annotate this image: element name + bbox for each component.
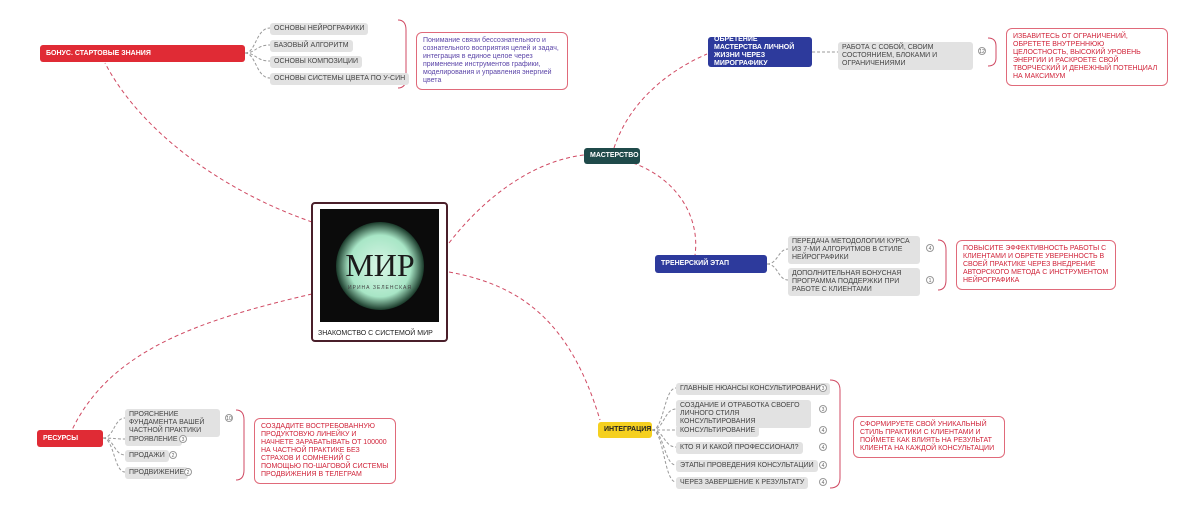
bonus-item[interactable]: ОСНОВЫ СИСТЕМЫ ЦВЕТА ПО У-СИН: [270, 73, 410, 85]
integration-item[interactable]: ЧЕРЕЗ ЗАВЕРШЕНИЕ К РЕЗУЛЬТАТУ: [676, 477, 809, 489]
count-badge: 3: [179, 435, 187, 443]
bonus-note: Понимание связи бессознательного и созна…: [416, 32, 568, 90]
count-badge: 3: [819, 384, 827, 392]
edge-mastery-child: [613, 53, 708, 149]
edge-center-mastery: [448, 154, 585, 244]
resources-item[interactable]: ПРОДВИЖЕНИЕ: [125, 467, 189, 479]
count-badge: 4: [819, 461, 827, 469]
center-logo-image: МИР ИРИНА ЗЕЛЕНСКАЯ: [320, 209, 439, 322]
count-badge: 4: [819, 426, 827, 434]
resources-item[interactable]: ПРОДАЖИ: [125, 450, 169, 462]
integration-item[interactable]: ГЛАВНЫЕ НЮАНСЫ КОНСУЛЬТИРОВАНИЯ: [676, 383, 830, 395]
mastery-note: ИЗБАВИТЕСЬ ОТ ОГРАНИЧЕНИЙ, ОБРЕТЕТЕ ВНУТ…: [1006, 28, 1168, 86]
logo-sub-text: ИРИНА ЗЕЛЕНСКАЯ: [348, 285, 412, 291]
mastery-child-node[interactable]: ОБРЕТЕНИЕ МАСТЕРСТВА ЛИЧНОЙ ЖИЗНИ ЧЕРЕЗ …: [708, 36, 812, 67]
center-node[interactable]: МИР ИРИНА ЗЕЛЕНСКАЯ ЗНАКОМСТВО С СИСТЕМО…: [311, 202, 448, 342]
bonus-item[interactable]: ОСНОВЫ КОМПОЗИЦИИ: [270, 56, 363, 68]
integration-note: СФОРМИРУЕТЕ СВОЙ УНИКАЛЬНЫЙ СТИЛЬ ПРАКТИ…: [853, 416, 1005, 458]
integration-item[interactable]: СОЗДАНИЕ И ОТРАБОТКА СВОЕГО ЛИЧНОГО СТИЛ…: [676, 400, 811, 428]
count-badge: 2: [184, 468, 192, 476]
center-label: ЗНАКОМСТВО С СИСТЕМОЙ МИР: [318, 330, 433, 337]
integration-item[interactable]: КТО Я И КАКОЙ ПРОФЕССИОНАЛ?: [676, 442, 803, 454]
edge-center-integration: [448, 271, 601, 421]
mastery-title: МАСТЕРСТВО: [590, 152, 639, 159]
resources-item[interactable]: ПРОЯВЛЕНИЕ: [125, 434, 182, 446]
count-badge: 4: [926, 244, 934, 252]
edge-mastery-trainer: [632, 162, 697, 256]
integration-title: ИНТЕГРАЦИЯ: [604, 426, 652, 433]
logo-main-text: МИР: [345, 247, 414, 283]
trainer-item[interactable]: ПЕРЕДАЧА МЕТОДОЛОГИИ КУРСА ИЗ 7-МИ АЛГОР…: [788, 236, 920, 264]
bonus-item[interactable]: ОСНОВЫ НЕЙРОГРАФИКИ: [270, 23, 369, 35]
trainer-title: ТРЕНЕРСКИЙ ЭТАП: [661, 260, 729, 267]
moon-logo-icon: МИР ИРИНА ЗЕЛЕНСКАЯ: [336, 222, 424, 310]
bonus-title: БОНУС. СТАРТОВЫЕ ЗНАНИЯ: [46, 49, 151, 57]
resources-note: СОЗДАДИТЕ ВОСТРЕБОВАННУЮ ПРОДУКТОВУЮ ЛИН…: [254, 418, 396, 484]
count-badge: 1: [926, 276, 934, 284]
trainer-node[interactable]: ТРЕНЕРСКИЙ ЭТАП: [655, 255, 767, 273]
count-badge: 2: [169, 451, 177, 459]
mastery-node[interactable]: МАСТЕРСТВО: [584, 148, 640, 164]
resources-title: РЕСУРСЫ: [43, 434, 79, 442]
bracket-trainer: [937, 239, 947, 291]
bracket-resources: [235, 409, 245, 481]
bracket-mastery: [987, 37, 997, 67]
trainer-item[interactable]: ДОПОЛНИТЕЛЬНАЯ БОНУСНАЯ ПРОГРАММА ПОДДЕР…: [788, 268, 920, 296]
trainer-note: ПОВЫСИТЕ ЭФФЕКТИВНОСТЬ РАБОТЫ С КЛИЕНТАМ…: [956, 240, 1116, 290]
bracket-integration: [829, 379, 841, 489]
count-badge: 10: [225, 414, 233, 422]
resources-item[interactable]: ПРОЯСНЕНИЕ ФУНДАМЕНТА ВАШЕЙ ЧАСТНОЙ ПРАК…: [125, 409, 220, 437]
edge-center-bonus: [104, 62, 313, 223]
edge-center-resources: [71, 293, 313, 431]
bonus-item[interactable]: БАЗОВЫЙ АЛГОРИТМ: [270, 40, 353, 52]
bonus-node[interactable]: БОНУС. СТАРТОВЫЕ ЗНАНИЯ: [40, 45, 245, 62]
resources-node[interactable]: РЕСУРСЫ: [37, 430, 103, 447]
integration-item[interactable]: ЭТАПЫ ПРОВЕДЕНИЯ КОНСУЛЬТАЦИИ: [676, 460, 818, 472]
mastery-item[interactable]: РАБОТА С СОБОЙ, СВОИМ СОСТОЯНИЕМ, БЛОКАМ…: [838, 42, 973, 70]
integration-node[interactable]: ИНТЕГРАЦИЯ: [598, 422, 652, 438]
bracket-bonus: [397, 19, 407, 89]
count-badge: 4: [819, 443, 827, 451]
integration-item[interactable]: КОНСУЛЬТИРОВАНИЕ: [676, 425, 760, 437]
count-badge: 3: [819, 405, 827, 413]
count-badge: 4: [819, 478, 827, 486]
count-badge: 12: [978, 47, 986, 55]
